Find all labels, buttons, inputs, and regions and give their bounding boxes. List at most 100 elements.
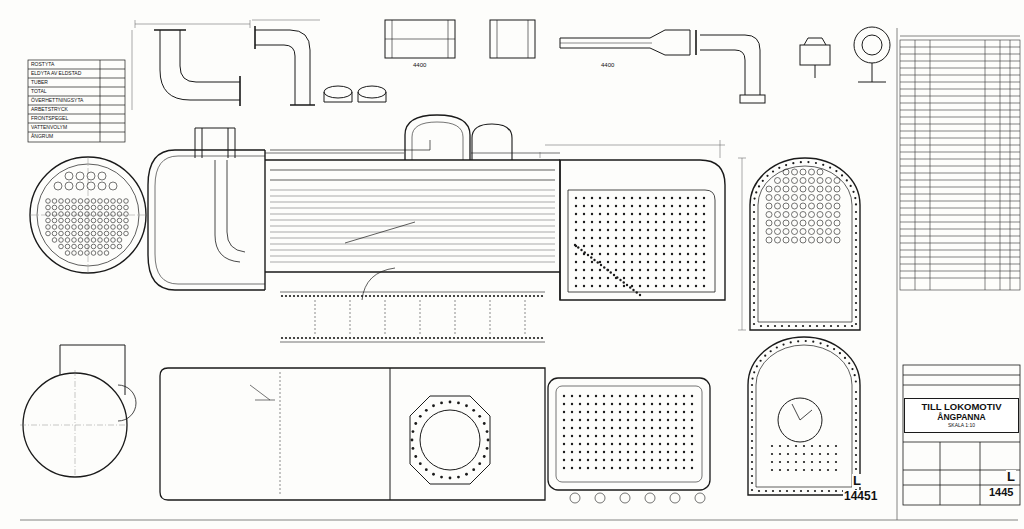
staybolt	[803, 453, 805, 455]
boiler-tube	[783, 195, 789, 201]
staybolt	[683, 459, 685, 461]
staybolt	[647, 269, 649, 271]
stay-rivet	[305, 295, 307, 297]
stay-rivet	[497, 295, 499, 297]
boiler-tube	[78, 251, 83, 256]
rivet	[414, 455, 417, 458]
rivet	[855, 253, 857, 255]
drawing-line	[900, 40, 1020, 290]
rivet	[821, 490, 823, 492]
staybolt	[643, 403, 645, 405]
washout-plug	[670, 493, 680, 503]
staybolt	[571, 459, 573, 461]
staybolt	[827, 469, 829, 471]
boiler-tube	[766, 169, 840, 243]
staybolt	[667, 451, 669, 453]
rivet	[805, 340, 807, 342]
staybolt	[695, 237, 697, 239]
staybolt	[643, 451, 645, 453]
stay-rivet	[393, 337, 395, 339]
stay-rivet	[341, 295, 343, 297]
staybolt	[571, 451, 573, 453]
bolt-detail	[800, 38, 830, 78]
staybolt	[679, 213, 681, 215]
staybolt	[603, 435, 605, 437]
staybolt	[651, 395, 653, 397]
drawing-line	[255, 30, 310, 105]
staybolt	[819, 461, 821, 463]
staybolt	[659, 395, 661, 397]
drawing-line	[390, 368, 391, 500]
staybolt	[683, 395, 685, 397]
staybolt	[615, 261, 617, 263]
stay-rivet	[457, 295, 459, 297]
rivet	[411, 401, 490, 480]
staybolt	[611, 467, 613, 469]
stay-rivet	[533, 337, 535, 339]
rivet	[753, 316, 755, 318]
boiler-tube	[792, 237, 798, 243]
stay-rivet	[417, 295, 419, 297]
staybolt	[671, 197, 673, 199]
rivet	[486, 447, 489, 450]
boiler-tube	[46, 205, 51, 210]
staybolt	[631, 269, 633, 271]
stay-rivet	[457, 337, 459, 339]
staybolt	[643, 467, 645, 469]
boiler-tube	[98, 231, 103, 236]
boiler-tube	[85, 238, 90, 243]
boiler-tube	[834, 186, 840, 192]
staybolt	[651, 451, 653, 453]
boiler-tube	[766, 220, 772, 226]
rivet	[753, 371, 755, 373]
title-box: TILL LOKOMOTIVÅNGPANNASKALA 1:10	[904, 398, 1019, 433]
boiler-tube	[809, 220, 815, 226]
stay-rivet	[373, 295, 375, 297]
staybolt	[587, 427, 589, 429]
stay-rivet	[433, 337, 435, 339]
boiler-tube	[809, 237, 815, 243]
rivet	[753, 253, 755, 255]
staybolt	[647, 213, 649, 215]
rivet	[855, 433, 857, 435]
rivet	[772, 170, 774, 172]
stay-band	[280, 292, 545, 342]
stay-rivet	[433, 295, 435, 297]
staybolt	[619, 451, 621, 453]
staybolt	[663, 197, 665, 199]
staybolt	[691, 427, 693, 429]
staybolt	[579, 427, 581, 429]
rivet	[814, 490, 816, 492]
staybolt	[627, 451, 629, 453]
rivet	[844, 325, 846, 327]
rivet	[846, 179, 848, 181]
boiler-tube	[117, 231, 122, 236]
boiler-tube	[91, 251, 96, 256]
rivet	[807, 490, 809, 492]
staybolt	[795, 461, 797, 463]
drawing-line	[280, 372, 281, 496]
staybolt	[663, 253, 665, 255]
staybolt	[575, 253, 577, 255]
rivet	[449, 401, 452, 404]
rivet	[755, 191, 757, 193]
boiler-tube	[59, 218, 64, 223]
rivet	[848, 362, 850, 364]
rivet	[776, 346, 778, 348]
drawing-line	[265, 153, 560, 154]
staybolt	[691, 403, 693, 405]
staybolt	[691, 459, 693, 461]
boiler-tube	[809, 195, 815, 201]
boiler-tube	[117, 205, 122, 210]
stay-rivet	[393, 295, 395, 297]
staybolt	[563, 443, 565, 445]
staybolt	[595, 467, 597, 469]
rivet	[753, 288, 755, 290]
boiler-tube	[834, 195, 840, 201]
staybolt	[679, 205, 681, 207]
rivet	[465, 404, 468, 407]
stay-rivet	[587, 254, 589, 256]
drawing-line	[155, 156, 265, 284]
stay-rivet	[409, 295, 411, 297]
boiler-tube	[52, 225, 57, 230]
